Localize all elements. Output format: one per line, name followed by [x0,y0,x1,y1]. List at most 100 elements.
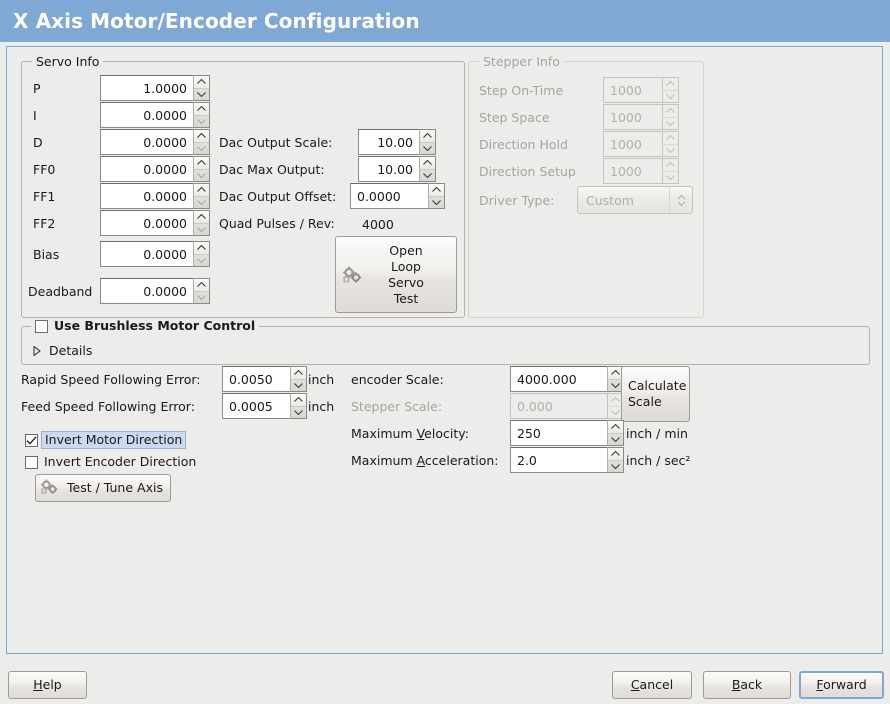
i-stepper-buttons[interactable] [193,102,210,128]
ff1-spinner[interactable]: 0.0000 [100,183,210,209]
chevron-down-icon[interactable] [194,222,209,236]
dac-output-scale-stepper-buttons[interactable] [419,129,436,155]
chevron-down-icon[interactable] [429,195,444,209]
dac-output-scale-spinner[interactable]: 10.00 [358,129,436,155]
direction-setup-stepper-buttons[interactable] [662,158,679,184]
chevron-down-icon[interactable] [663,170,678,184]
chevron-up-icon[interactable] [608,421,623,433]
chevron-down-icon[interactable] [663,116,678,130]
chevron-up-icon[interactable] [420,157,435,169]
chevron-down-icon[interactable] [663,143,678,157]
deadband-spinner[interactable]: 0.0000 [100,278,210,304]
ff1-stepper-buttons[interactable] [193,183,210,209]
bias-value[interactable]: 0.0000 [100,241,193,267]
maximum-acceleration-spinner[interactable]: 2.0 [510,447,624,473]
chevron-down-icon[interactable] [194,141,209,155]
stepper-scale-value[interactable]: 0.000 [510,393,607,419]
d-stepper-buttons[interactable] [193,129,210,155]
chevron-up-icon[interactable] [291,367,306,379]
step-on-time-value[interactable]: 1000 [603,77,662,103]
driver-type-combo[interactable]: Custom [577,186,693,214]
maximum-acceleration-stepper-buttons[interactable] [607,447,624,473]
d-value[interactable]: 0.0000 [100,129,193,155]
dac-max-output-value[interactable]: 10.00 [358,156,419,182]
chevron-down-icon[interactable] [608,459,623,473]
dac-output-offset-spinner[interactable]: 0.0000 [350,183,445,209]
chevron-up-icon[interactable] [194,211,209,223]
chevron-up-icon[interactable] [291,394,306,406]
dac-output-offset-value[interactable]: 0.0000 [350,183,428,209]
encoder-scale-spinner[interactable]: 4000.000 [510,366,624,392]
calculate-scale-button[interactable]: Calculate Scale [621,366,690,422]
ff1-value[interactable]: 0.0000 [100,183,193,209]
chevron-up-icon[interactable] [194,76,209,88]
rapid-following-error-spinner[interactable]: 0.0050 [222,366,307,392]
ff0-value[interactable]: 0.0000 [100,156,193,182]
chevron-up-icon[interactable] [663,78,678,90]
step-on-time-stepper-buttons[interactable] [662,77,679,103]
chevron-down-icon[interactable] [608,378,623,392]
feed-following-error-value[interactable]: 0.0005 [222,393,290,419]
direction-setup-spinner[interactable]: 1000 [603,158,679,184]
direction-setup-value[interactable]: 1000 [603,158,662,184]
help-button[interactable]: Help [8,671,87,699]
triangle-right-icon[interactable] [32,345,42,357]
chevron-up-icon[interactable] [608,448,623,460]
chevron-up-icon[interactable] [194,184,209,196]
maximum-velocity-spinner[interactable]: 250 [510,420,624,446]
feed-following-error-spinner[interactable]: 0.0005 [222,393,307,419]
stepper-scale-spinner[interactable]: 0.000 [510,393,624,419]
chevron-up-icon[interactable] [663,105,678,117]
dac-output-scale-value[interactable]: 10.00 [358,129,419,155]
p-stepper-buttons[interactable] [193,75,210,101]
maximum-velocity-value[interactable]: 250 [510,420,607,446]
deadband-stepper-buttons[interactable] [193,278,210,304]
direction-hold-stepper-buttons[interactable] [662,131,679,157]
chevron-down-icon[interactable] [420,141,435,155]
chevron-down-icon[interactable] [663,89,678,103]
chevron-down-icon[interactable] [194,168,209,182]
rapid-following-error-stepper-buttons[interactable] [290,366,307,392]
chevron-up-icon[interactable] [663,159,678,171]
feed-following-error-stepper-buttons[interactable] [290,393,307,419]
chevron-up-icon[interactable] [420,130,435,142]
direction-hold-spinner[interactable]: 1000 [603,131,679,157]
encoder-scale-stepper-buttons[interactable] [607,366,624,392]
chevron-up-icon[interactable] [194,242,209,254]
ff2-value[interactable]: 0.0000 [100,210,193,236]
open-loop-servo-test-button[interactable]: Open Loop Servo Test [335,236,457,313]
p-spinner[interactable]: 1.0000 [100,75,210,101]
chevron-down-icon[interactable] [608,405,623,419]
chevron-down-icon[interactable] [291,405,306,419]
chevron-down-icon[interactable] [420,168,435,182]
maximum-velocity-stepper-buttons[interactable] [607,420,624,446]
step-space-spinner[interactable]: 1000 [603,104,679,130]
p-value[interactable]: 1.0000 [100,75,193,101]
invert-encoder-direction-checkbox[interactable]: Invert Encoder Direction [25,455,196,469]
step-on-time-spinner[interactable]: 1000 [603,77,679,103]
rapid-following-error-value[interactable]: 0.0050 [222,366,290,392]
use-brushless-checkbox[interactable]: Use Brushless Motor Control [31,319,260,333]
test-tune-axis-button[interactable]: Test / Tune Axis [35,474,171,502]
checkbox-box[interactable] [25,433,38,447]
cancel-button[interactable]: Cancel [612,671,692,699]
ff0-spinner[interactable]: 0.0000 [100,156,210,182]
deadband-value[interactable]: 0.0000 [100,278,193,304]
maximum-acceleration-value[interactable]: 2.0 [510,447,607,473]
invert-motor-direction-checkbox[interactable]: Invert Motor Direction [25,431,187,449]
d-spinner[interactable]: 0.0000 [100,129,210,155]
encoder-scale-value[interactable]: 4000.000 [510,366,607,392]
dac-max-output-spinner[interactable]: 10.00 [358,156,436,182]
dac-max-output-stepper-buttons[interactable] [419,156,436,182]
i-spinner[interactable]: 0.0000 [100,102,210,128]
chevron-down-icon[interactable] [291,378,306,392]
ff0-stepper-buttons[interactable] [193,156,210,182]
chevron-up-icon[interactable] [194,157,209,169]
chevron-up-icon[interactable] [429,184,444,196]
bias-stepper-buttons[interactable] [193,241,210,267]
dac-output-offset-stepper-buttons[interactable] [428,183,445,209]
chevron-down-icon[interactable] [194,87,209,101]
chevron-up-icon[interactable] [663,132,678,144]
step-space-stepper-buttons[interactable] [662,104,679,130]
ff2-stepper-buttons[interactable] [193,210,210,236]
